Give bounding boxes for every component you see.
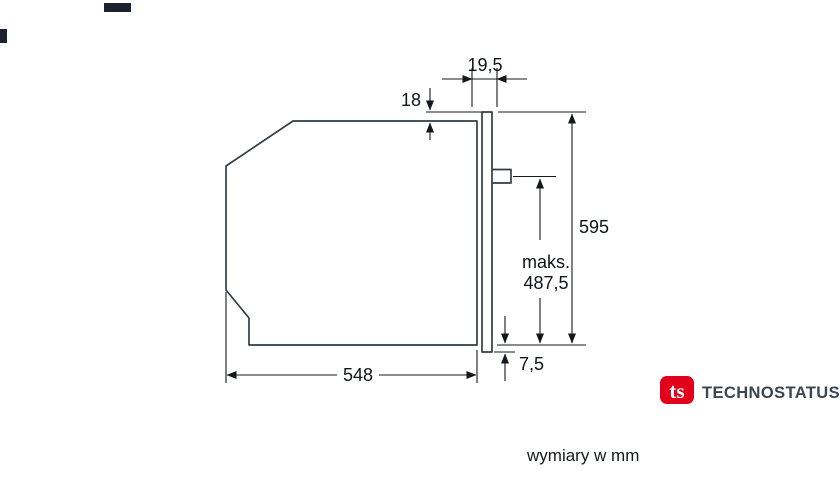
dim-width: 548: [225, 292, 478, 385]
dim-niche-max-value: 487,5: [523, 273, 568, 293]
dimension-annotations: 19,5 18 595 maks. 487: [225, 55, 609, 385]
dim-height-label: 595: [579, 217, 609, 237]
screen-artifact-left: [0, 29, 7, 43]
dim-top-offset: 18: [401, 88, 482, 140]
dim-niche-max: maks. 487,5: [513, 175, 570, 344]
dim-niche-max-word: maks.: [522, 252, 570, 272]
oven-door-handle: [492, 168, 512, 184]
dim-bottom-offset: 7,5: [494, 316, 544, 381]
dim-height: 595: [497, 111, 609, 346]
dim-door-thickness: 19,5: [442, 55, 527, 107]
technostatus-logo: ts TECHNOSTATUS: [660, 376, 840, 404]
oven-door-panel: [481, 111, 493, 353]
dim-bottom-offset-label: 7,5: [519, 354, 544, 374]
technostatus-logo-icon: [660, 376, 694, 404]
dim-top-offset-label: 18: [401, 90, 421, 110]
screen-artifact-top: [104, 3, 131, 12]
technostatus-logo-monogram: ts: [669, 379, 684, 403]
dim-width-label: 548: [343, 365, 373, 385]
oven-outline: [225, 111, 512, 353]
technostatus-brand-name: TECHNOSTATUS: [702, 384, 840, 402]
oven-cabinet-body: [225, 120, 478, 346]
dim-door-thickness-label: 19,5: [467, 55, 502, 75]
units-note: wymiary w mm: [526, 446, 639, 465]
